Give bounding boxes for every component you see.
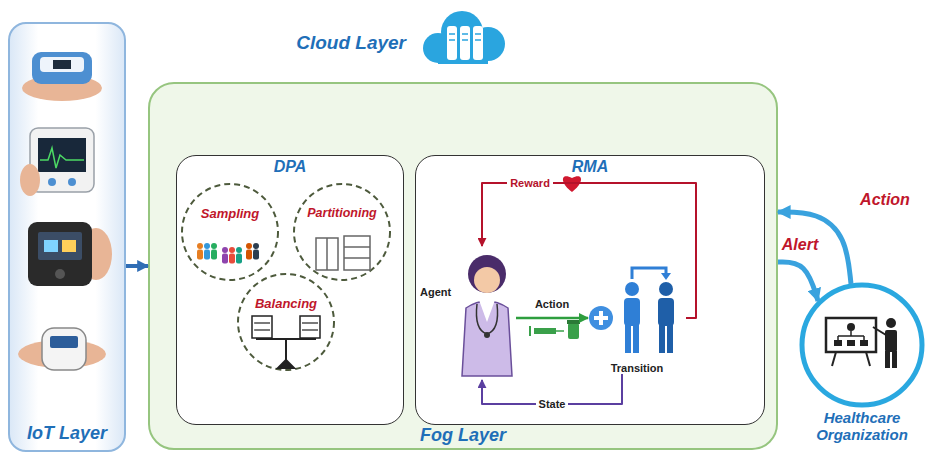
pulse-oximeter-photo [22, 52, 102, 101]
dpa-module: DPA Sampling PartitioningBalancing [176, 155, 404, 425]
layer-label: Cloud Layer [296, 32, 406, 54]
organization-label: Healthcare Organization [800, 410, 924, 443]
iot-layer-panel: IoT Layer [8, 22, 126, 452]
data-flow-arrow [126, 264, 148, 268]
edge-label: Reward [507, 177, 553, 189]
transition: Transition [588, 262, 686, 374]
step-label: Sampling [201, 206, 260, 221]
healthcare-organization: Healthcare Organization [797, 283, 927, 451]
circle-outline [292, 182, 392, 282]
sampling-circle: Sampling [180, 182, 280, 282]
handheld-monitor-photo [20, 128, 94, 196]
partitioning-circle: Partitioning [292, 182, 392, 282]
action-feedback-arrow [778, 212, 851, 284]
doctor-agent-figure [462, 255, 512, 376]
people-icons [197, 243, 259, 264]
partition-icon [316, 236, 370, 270]
medicine-icons [530, 320, 580, 339]
edge-label: Alert [779, 236, 821, 254]
layer-label: Fog Layer [420, 425, 506, 446]
clip-oximeter-photo [18, 328, 106, 370]
balance-scale-icon [252, 316, 320, 368]
figure-label: Agent [420, 286, 451, 298]
module-title: DPA [274, 158, 307, 176]
fog-layer-panel: Fog Layer DPA Sampling PartitioningBalancin… [148, 82, 778, 450]
layer-label: IoT Layer [27, 423, 107, 444]
alert-arrow [778, 262, 818, 301]
cloud-layer-icon: Cloud Layer [240, 2, 512, 70]
balancing-circle: Balancing [236, 272, 336, 372]
circle-outline [236, 272, 336, 372]
action-arrow [516, 317, 588, 320]
figure-label: Transition [611, 362, 664, 374]
presentation-icon [826, 318, 897, 368]
reward-heart [563, 176, 581, 192]
reward-arrow [482, 183, 696, 318]
finger-oximeter-photo [28, 222, 112, 286]
module-title: RMA [572, 158, 608, 176]
rma-module: RMA AgentTransition [415, 155, 765, 425]
agent: Agent [420, 246, 516, 380]
step-label: Partitioning [307, 206, 376, 220]
edge-label: Action [857, 191, 913, 209]
patient-transition-figure [589, 268, 674, 353]
edge-label: State [536, 398, 569, 410]
circle-outline [180, 182, 280, 282]
edge-label: Action [532, 298, 572, 310]
step-label: Balancing [255, 296, 317, 311]
